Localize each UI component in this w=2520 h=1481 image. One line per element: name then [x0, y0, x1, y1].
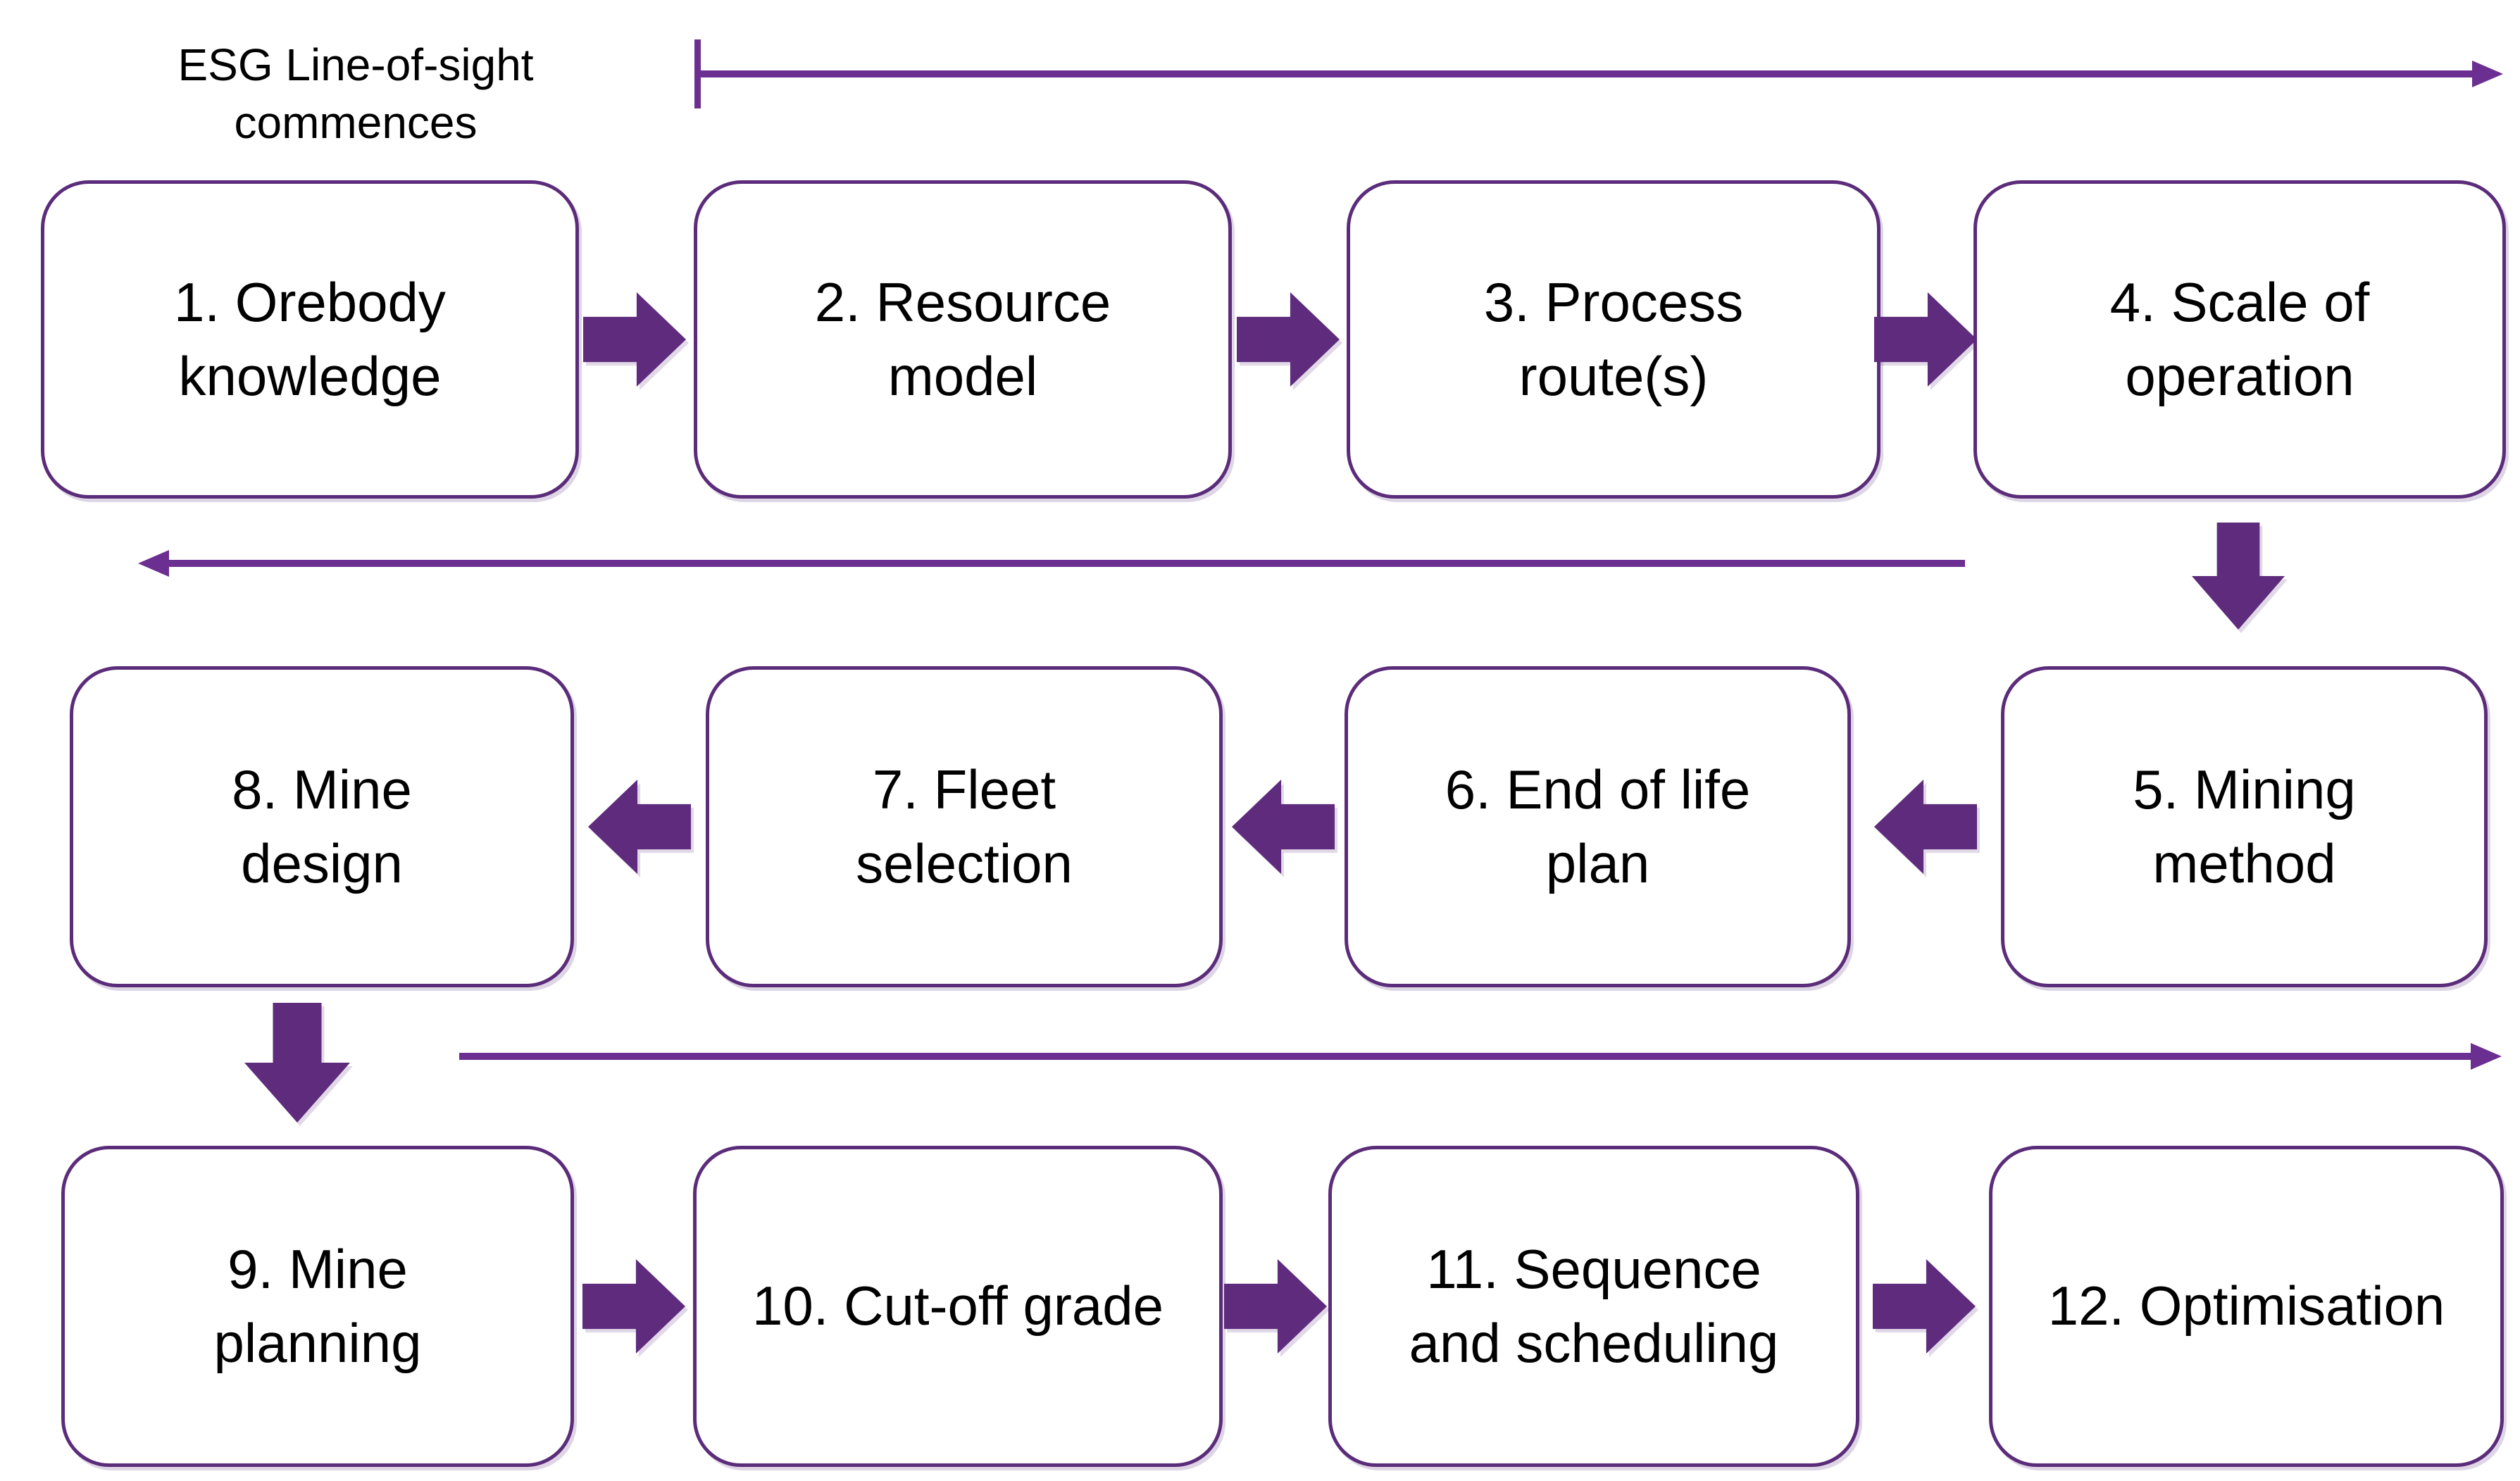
step-label-11: 11. Sequence and scheduling [1409, 1237, 1779, 1374]
step-label-4: 4. Scale of operation [2109, 270, 2370, 407]
block-arrow-left-icon [1874, 780, 1977, 874]
block-arrow-down-icon [2192, 523, 2285, 630]
step-label-1: 1. Orebody knowledge [174, 270, 446, 407]
step-box-10-cut-off-grade: 10. Cut-off grade [693, 1146, 1223, 1467]
step-box-6-end-of-life-plan: 6. End of life plan [1345, 666, 1851, 987]
connector-arrow-9-10 [582, 1259, 685, 1354]
connector-arrow-7-8 [588, 780, 691, 874]
step-label-5: 5. Mining method [2133, 758, 2356, 894]
return-arrow-arrowhead-left-icon [138, 550, 169, 577]
step-box-8-mine-design: 8. Mine design [70, 666, 574, 987]
block-arrow-right-icon [583, 292, 686, 387]
block-arrow-right-icon [1237, 292, 1340, 387]
block-arrow-right-icon [582, 1259, 685, 1354]
step-box-5-mining-method: 5. Mining method [2001, 666, 2488, 987]
step-label-2: 2. Resource model [814, 270, 1111, 407]
forward-arrow-line [459, 1053, 2474, 1060]
step-box-1-orebody-knowledge: 1. Orebody knowledge [41, 180, 579, 499]
step-box-9-mine-planning: 9. Mine planning [61, 1146, 574, 1467]
return-arrow-line [168, 560, 1965, 567]
block-arrow-right-icon [1224, 1259, 1327, 1354]
step-label-12: 12. Optimisation [2047, 1275, 2445, 1337]
esg-annotation: ESG Line-of-sight commences [177, 39, 534, 148]
connector-arrow-6-7 [1232, 780, 1335, 874]
esg-timeline-line [694, 70, 2475, 77]
step-label-8: 8. Mine design [232, 758, 412, 894]
step-label-7: 7. Fleet selection [856, 758, 1073, 894]
step-box-7-fleet-selection: 7. Fleet selection [706, 666, 1223, 987]
step-box-3-process-routes: 3. Process route(s) [1347, 180, 1880, 499]
step-box-4-scale-of-operation: 4. Scale of operation [1973, 180, 2506, 499]
connector-arrow-2-3 [1237, 292, 1340, 387]
esg-timeline-arrowhead-right-icon [2472, 61, 2503, 87]
connector-arrow-4-5 [2192, 523, 2285, 630]
block-arrow-right-icon [1873, 1259, 1976, 1354]
block-arrow-left-icon [1232, 780, 1335, 874]
forward-arrow-arrowhead-right-icon [2471, 1043, 2502, 1070]
connector-arrow-10-11 [1224, 1259, 1327, 1354]
connector-arrow-5-6 [1874, 780, 1977, 874]
step-label-6: 6. End of life plan [1445, 758, 1751, 894]
step-label-3: 3. Process route(s) [1483, 270, 1744, 407]
block-arrow-left-icon [588, 780, 691, 874]
step-box-2-resource-model: 2. Resource model [694, 180, 1232, 499]
connector-arrow-1-2 [583, 292, 686, 387]
connector-arrow-8-9 [244, 1003, 350, 1123]
step-box-12-optimisation: 12. Optimisation [1989, 1146, 2504, 1467]
connector-arrow-11-12 [1873, 1259, 1976, 1354]
step-label-9: 9. Mine planning [213, 1237, 422, 1374]
step-label-10: 10. Cut-off grade [752, 1275, 1164, 1337]
step-box-11-sequence-and-scheduling: 11. Sequence and scheduling [1328, 1146, 1859, 1467]
connector-arrow-3-4 [1874, 292, 1977, 387]
block-arrow-right-icon [1874, 292, 1977, 387]
block-arrow-down-icon [244, 1003, 350, 1123]
